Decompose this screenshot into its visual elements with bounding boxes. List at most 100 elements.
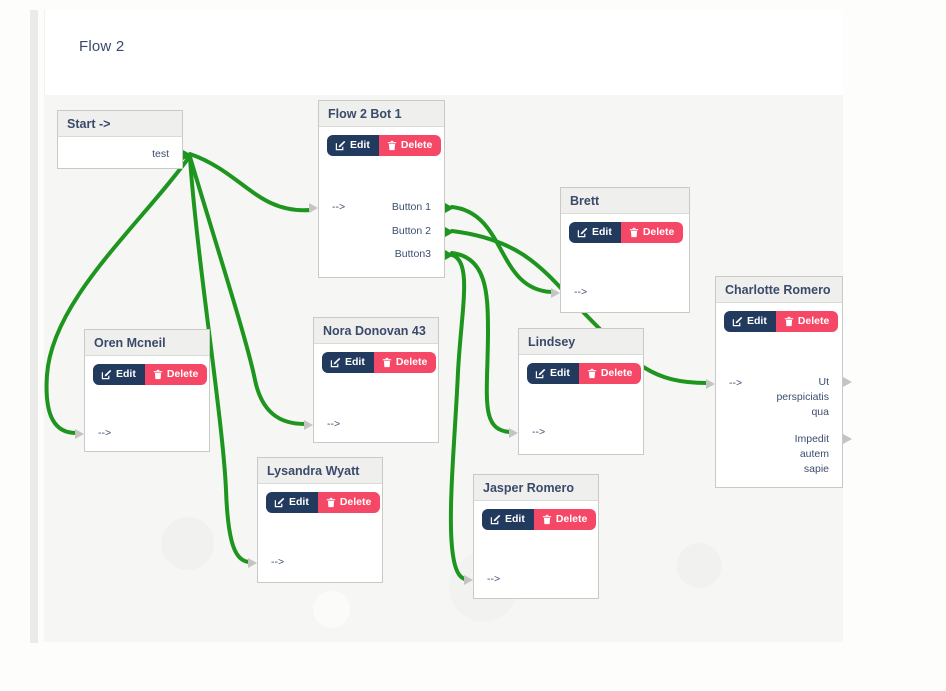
trash-icon [542, 514, 552, 525]
edit-button[interactable]: Edit [327, 135, 379, 156]
output-label-impedit-autem: Impedit autem sapie [794, 433, 829, 475]
trash-icon [629, 227, 639, 238]
output-port-button3[interactable] [445, 250, 454, 260]
trash-icon [153, 369, 163, 380]
output-port-button2[interactable] [445, 227, 454, 237]
edit-button[interactable]: Edit [569, 222, 621, 243]
header-card: Flow 2 [44, 10, 843, 95]
pencil-square-icon [274, 497, 285, 508]
delete-button-label: Delete [339, 496, 372, 509]
pencil-square-icon [732, 316, 743, 327]
input-label: --> [271, 556, 285, 568]
pencil-square-icon [577, 227, 588, 238]
node-title[interactable]: Charlotte Romero [716, 277, 842, 303]
pencil-square-icon [535, 368, 546, 379]
edit-button-label: Edit [592, 226, 612, 239]
node-start[interactable]: Start -> test [57, 110, 192, 169]
output-port-1[interactable] [843, 377, 852, 387]
input-label: --> [729, 377, 743, 389]
output-label-test: test [152, 148, 169, 160]
button-row: Edit Delete [266, 492, 382, 513]
delete-button[interactable]: Delete [317, 492, 381, 513]
pencil-square-icon [335, 140, 346, 151]
delete-button[interactable]: Delete [620, 222, 684, 243]
edit-button-label: Edit [747, 315, 767, 328]
input-label: --> [574, 286, 588, 298]
input-label: --> [487, 573, 501, 585]
node-title[interactable]: Oren Mcneil [85, 330, 209, 356]
input-label: --> [332, 201, 346, 213]
input-label: --> [98, 427, 112, 439]
output-port-button1[interactable] [445, 203, 454, 213]
delete-button-label: Delete [166, 368, 199, 381]
edit-button-label: Edit [550, 367, 570, 380]
delete-button[interactable]: Delete [378, 135, 442, 156]
trash-icon [326, 497, 336, 508]
delete-button[interactable]: Delete [578, 363, 642, 384]
pencil-square-icon [330, 357, 341, 368]
input-port[interactable] [464, 575, 473, 585]
node-charlotte-romero[interactable]: Charlotte Romero Edit Delete --> Ut pers… [706, 276, 852, 488]
left-rail [30, 10, 38, 643]
button-row: Edit Delete [93, 364, 209, 385]
edit-button[interactable]: Edit [724, 311, 776, 332]
delete-button[interactable]: Delete [373, 352, 437, 373]
trash-icon [382, 357, 392, 368]
edit-button[interactable]: Edit [266, 492, 318, 513]
button-row: Edit Delete [569, 222, 689, 243]
delete-button-label: Delete [600, 367, 633, 380]
input-port[interactable] [248, 558, 257, 568]
node-title[interactable]: Flow 2 Bot 1 [319, 101, 444, 127]
node-jasper-romero[interactable]: Jasper Romero Edit Delete --> [464, 474, 599, 599]
button-row: Edit Delete [527, 363, 643, 384]
delete-button-label: Delete [642, 226, 675, 239]
output-label-button3: Button3 [394, 248, 431, 260]
button-row: Edit Delete [724, 311, 842, 332]
node-title[interactable]: Jasper Romero [474, 475, 598, 501]
button-row: Edit Delete [327, 135, 444, 156]
node-title[interactable]: Brett [561, 188, 689, 214]
node-title[interactable]: Lysandra Wyatt [258, 458, 382, 484]
input-port[interactable] [309, 203, 318, 213]
node-title[interactable]: Lindsey [519, 329, 643, 355]
node-title[interactable]: Start -> [58, 111, 182, 137]
input-port[interactable] [706, 379, 715, 389]
delete-button-label: Delete [797, 315, 830, 328]
delete-button[interactable]: Delete [144, 364, 208, 385]
delete-button[interactable]: Delete [533, 509, 597, 530]
output-label-button2: Button 2 [391, 225, 431, 237]
node-title[interactable]: Nora Donovan 43 [314, 318, 438, 344]
node-flow2-bot1[interactable]: Flow 2 Bot 1 Edit Delete --> Button 1 Bu… [309, 100, 454, 278]
edit-button[interactable]: Edit [322, 352, 374, 373]
node-nora-donovan[interactable]: Nora Donovan 43 Edit Delete --> [304, 317, 439, 443]
output-port-2[interactable] [843, 434, 852, 444]
delete-button-label: Delete [400, 139, 433, 152]
node-lysandra-wyatt[interactable]: Lysandra Wyatt Edit Delete --> [248, 457, 383, 583]
trash-icon [587, 368, 597, 379]
input-label: --> [327, 418, 341, 430]
delete-button-label: Delete [395, 356, 428, 369]
pencil-square-icon [490, 514, 501, 525]
delete-button-label: Delete [555, 513, 588, 526]
edit-button[interactable]: Edit [527, 363, 579, 384]
input-port[interactable] [509, 428, 518, 438]
output-port-test[interactable] [183, 150, 192, 160]
trash-icon [387, 140, 397, 151]
delete-button[interactable]: Delete [775, 311, 839, 332]
edit-button-label: Edit [116, 368, 136, 381]
pencil-square-icon [101, 369, 112, 380]
edit-button-label: Edit [289, 496, 309, 509]
edit-button[interactable]: Edit [482, 509, 534, 530]
input-port[interactable] [304, 420, 313, 430]
output-label-ut-perspiciatis: Ut perspiciatis qua [776, 376, 829, 418]
node-oren-mcneil[interactable]: Oren Mcneil Edit Delete --> [75, 329, 210, 452]
button-row: Edit Delete [322, 352, 438, 373]
edit-button-label: Edit [505, 513, 525, 526]
node-lindsey[interactable]: Lindsey Edit Delete --> [509, 328, 644, 455]
button-row: Edit Delete [482, 509, 598, 530]
edit-button[interactable]: Edit [93, 364, 145, 385]
input-port[interactable] [75, 429, 84, 439]
page-title: Flow 2 [79, 38, 125, 55]
input-port[interactable] [551, 288, 560, 298]
node-brett[interactable]: Brett Edit Delete --> [551, 187, 690, 313]
